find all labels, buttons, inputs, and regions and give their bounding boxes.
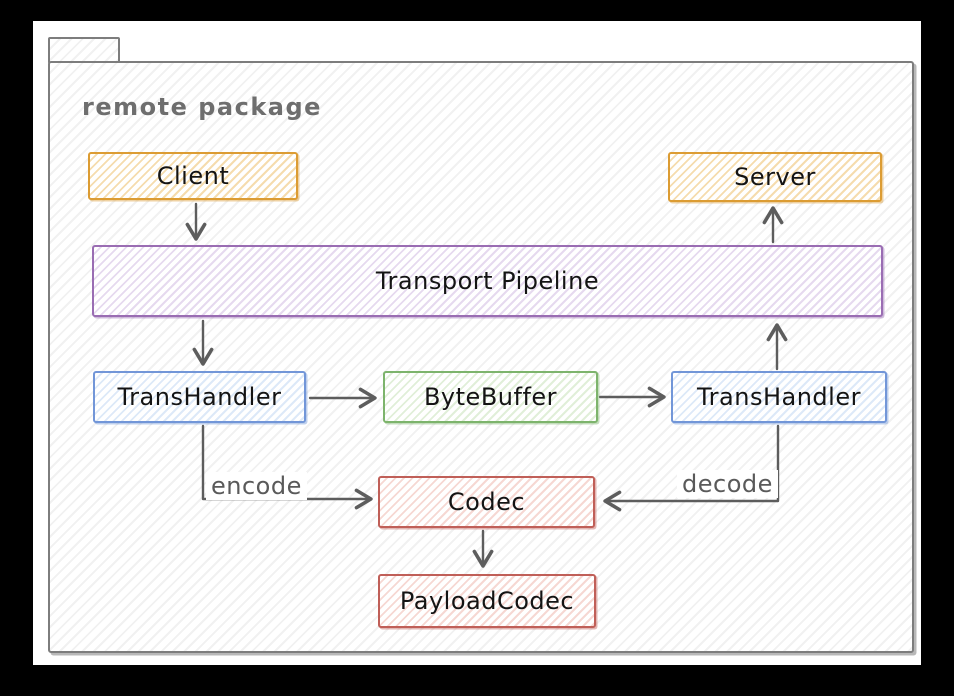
- node-transport-pipeline: Transport Pipeline: [92, 245, 883, 317]
- node-client: Client: [88, 152, 298, 200]
- node-trans-handler-left-label: TransHandler: [117, 383, 282, 411]
- package-title: remote package: [82, 93, 322, 121]
- package-tab: [48, 37, 120, 64]
- node-server-label: Server: [734, 163, 816, 191]
- node-server: Server: [668, 152, 882, 202]
- node-trans-handler-left: TransHandler: [93, 371, 306, 423]
- package-body: [48, 61, 914, 653]
- node-codec-label: Codec: [447, 488, 526, 516]
- node-trans-handler-right: TransHandler: [671, 371, 887, 423]
- node-byte-buffer-label: ByteBuffer: [423, 383, 558, 411]
- node-byte-buffer: ByteBuffer: [383, 371, 598, 423]
- edge-label-encode: encode: [206, 472, 307, 500]
- edge-label-decode: decode: [677, 470, 778, 498]
- node-transport-pipeline-label: Transport Pipeline: [375, 267, 600, 295]
- node-payload-codec-label: PayloadCodec: [399, 587, 575, 615]
- node-client-label: Client: [156, 162, 230, 190]
- node-trans-handler-right-label: TransHandler: [697, 383, 861, 411]
- node-codec: Codec: [378, 476, 595, 528]
- node-payload-codec: PayloadCodec: [378, 574, 596, 628]
